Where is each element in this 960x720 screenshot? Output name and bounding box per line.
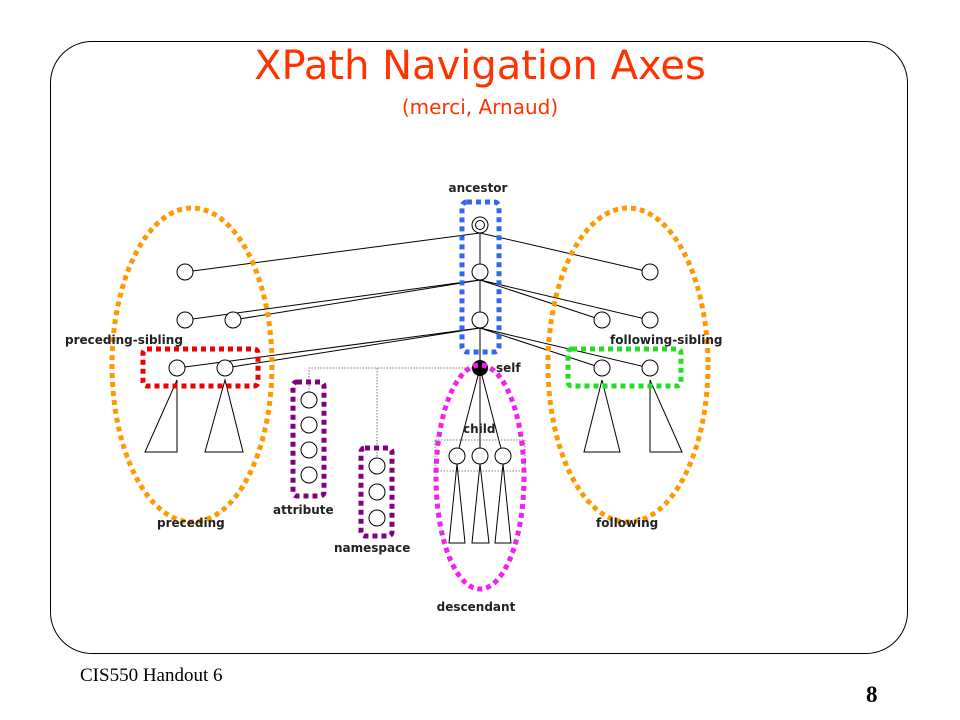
namespace-node: [368, 483, 386, 501]
attribute-node: [300, 466, 318, 484]
preceding-region: [109, 205, 275, 525]
footer-text: CIS550 Handout 6: [80, 665, 223, 686]
tree-node: [471, 263, 489, 281]
label-following: following: [596, 516, 658, 530]
tree-node: [176, 263, 194, 281]
axis-regions: [109, 199, 711, 592]
label-preceding-sibling: preceding-sibling: [65, 333, 183, 347]
attribute-node: [300, 391, 318, 409]
tree-node: [641, 359, 659, 377]
slide-subtitle: (merci, Arnaud): [401, 95, 559, 119]
following-sibling-region: [565, 346, 684, 389]
page-number: 8: [866, 682, 878, 707]
namespace-region: [358, 445, 395, 539]
slide-title: XPath Navigation Axes: [254, 43, 706, 89]
child-node: [494, 447, 512, 465]
tree-node: [593, 359, 611, 377]
tree-node: [641, 263, 659, 281]
ancestor-region: [459, 199, 502, 355]
attribute-node: [300, 416, 318, 434]
tree-node: [224, 311, 242, 329]
label-attribute: attribute: [273, 503, 334, 517]
tree-node: [176, 311, 194, 329]
axis-labels: ancestor preceding-sibling following-sib…: [65, 181, 722, 614]
slide-frame: [50, 41, 908, 654]
attribute-namespace-connectors: [308, 367, 526, 472]
label-preceding: preceding: [157, 516, 225, 530]
preceding-sibling-region: [140, 346, 261, 389]
namespace-node: [368, 509, 386, 527]
tree-node: [593, 311, 611, 329]
label-namespace: namespace: [334, 541, 410, 555]
tree-node: [471, 311, 489, 329]
subtree-triangles: [144, 378, 683, 544]
tree-node: [641, 311, 659, 329]
label-child: child: [463, 422, 495, 436]
attribute-region: [290, 379, 327, 499]
descendant-region: [433, 362, 527, 592]
child-node: [471, 447, 489, 465]
label-descendant: descendant: [437, 600, 516, 614]
tree-edges: [176, 232, 651, 457]
tree-node: [168, 359, 186, 377]
child-node: [448, 447, 466, 465]
label-following-sibling: following-sibling: [610, 333, 722, 347]
tree-node: [216, 359, 234, 377]
label-self: self: [496, 361, 521, 375]
following-region: [545, 205, 711, 525]
namespace-node: [368, 457, 386, 475]
attribute-node: [300, 441, 318, 459]
tree-nodes: [168, 216, 659, 527]
label-ancestor: ancestor: [449, 181, 508, 195]
